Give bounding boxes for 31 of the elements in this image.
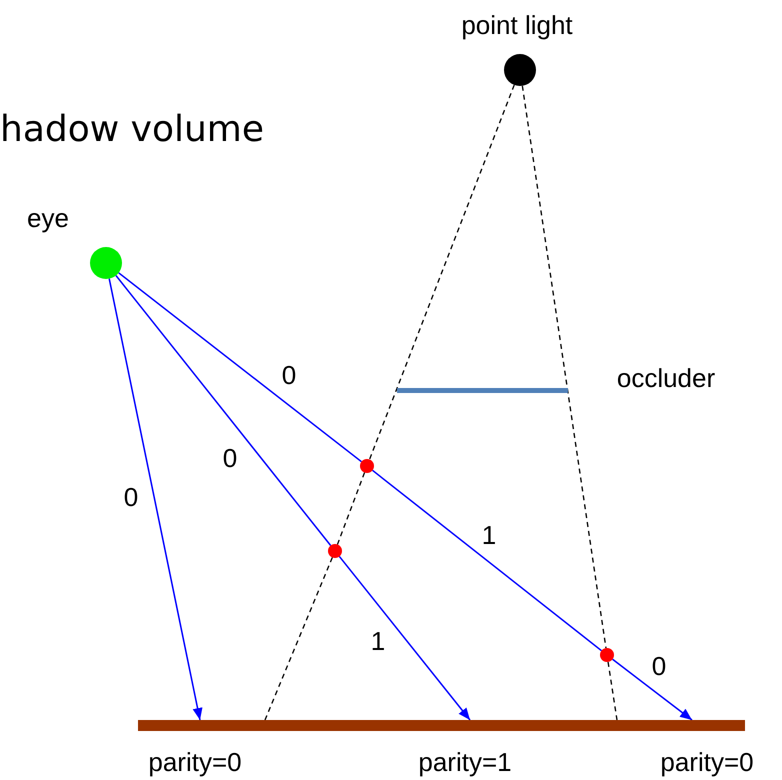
light-source-dot [504,54,536,86]
node-label: point light [461,12,573,38]
node-label: parity=1 [418,749,512,775]
intersection-dot [600,648,614,662]
arrow [338,556,471,720]
occluder-bar [397,388,568,393]
ray-line [118,272,362,462]
edge-label: 0 [124,484,138,510]
dashed-line [607,662,618,720]
node-label: eye [27,205,69,231]
edge-label: 1 [370,628,386,654]
dashed-line [522,86,607,648]
arrow [108,278,202,720]
edge-label: 0 [282,362,296,388]
ray-line [115,275,332,546]
node-label: occluder [616,365,716,391]
intersection-dot [328,544,342,558]
edge-label: 1 [482,522,496,548]
node-label: parity=0 [660,749,754,775]
eye-point-dot [90,247,122,279]
dashed-line [336,472,366,545]
node-label: parity=0 [148,749,242,775]
ray-line [372,470,602,652]
diagram-title: hadow volume [0,112,264,148]
ground-bar [138,720,745,731]
intersection-dot [360,459,374,473]
edge-label: 0 [652,653,666,679]
arrow [612,658,692,721]
dashed-line [264,557,333,720]
dashed-line [368,84,515,460]
edge-label: 0 [222,445,238,471]
